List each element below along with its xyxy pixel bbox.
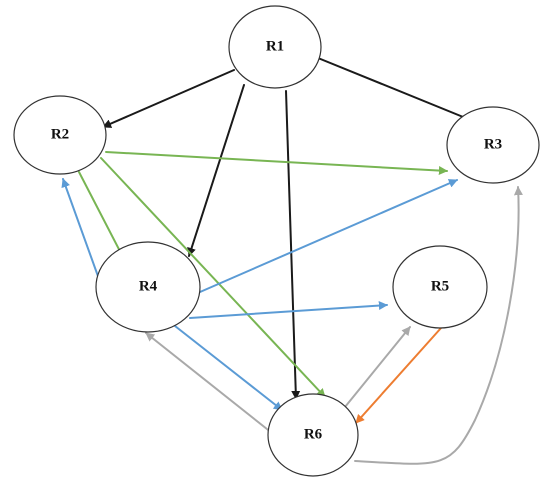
edges [61, 57, 523, 465]
edge-r2-to-r6 [100, 157, 326, 398]
node-r2-label: R2 [51, 126, 69, 142]
node-r4-ellipse [95, 241, 201, 333]
edge-r4-to-r2 [61, 178, 100, 280]
node-r1-ellipse [228, 5, 322, 89]
edge-r6-to-r5 [344, 326, 411, 408]
node-r5-label: R5 [431, 278, 449, 294]
edge-r1-to-r2 [102, 69, 235, 128]
edge-r6-to-r4 [145, 332, 273, 434]
edge-r4-to-r5 [189, 301, 388, 319]
node-r6-ellipse [267, 393, 359, 477]
edge-r1-to-r3 [317, 57, 474, 123]
node-r3-ellipse [446, 106, 540, 184]
edge-r4-to-r3 [199, 179, 458, 293]
node-r1: R1 [228, 5, 322, 89]
edge-r2-to-r4 [78, 171, 125, 260]
node-r4: R4 [95, 241, 201, 333]
node-r5: R5 [392, 245, 488, 329]
node-r1-label: R1 [266, 38, 284, 54]
node-r3-label: R3 [484, 136, 502, 152]
node-r4-label: R4 [139, 278, 158, 294]
edge-r6-to-r3 [354, 186, 523, 465]
edge-r2-to-r3 [105, 151, 448, 176]
node-r2-ellipse [13, 95, 107, 175]
edge-r4-to-r6 [174, 325, 283, 411]
edge-r1-to-r6 [285, 90, 301, 400]
node-r6: R6 [267, 393, 359, 477]
edge-r1-to-r4 [187, 84, 245, 257]
node-r3: R3 [446, 106, 540, 184]
node-r5-ellipse [392, 245, 488, 329]
node-r6-label: R6 [304, 426, 323, 442]
edge-r5-to-r6 [355, 327, 442, 424]
node-r2: R2 [13, 95, 107, 175]
